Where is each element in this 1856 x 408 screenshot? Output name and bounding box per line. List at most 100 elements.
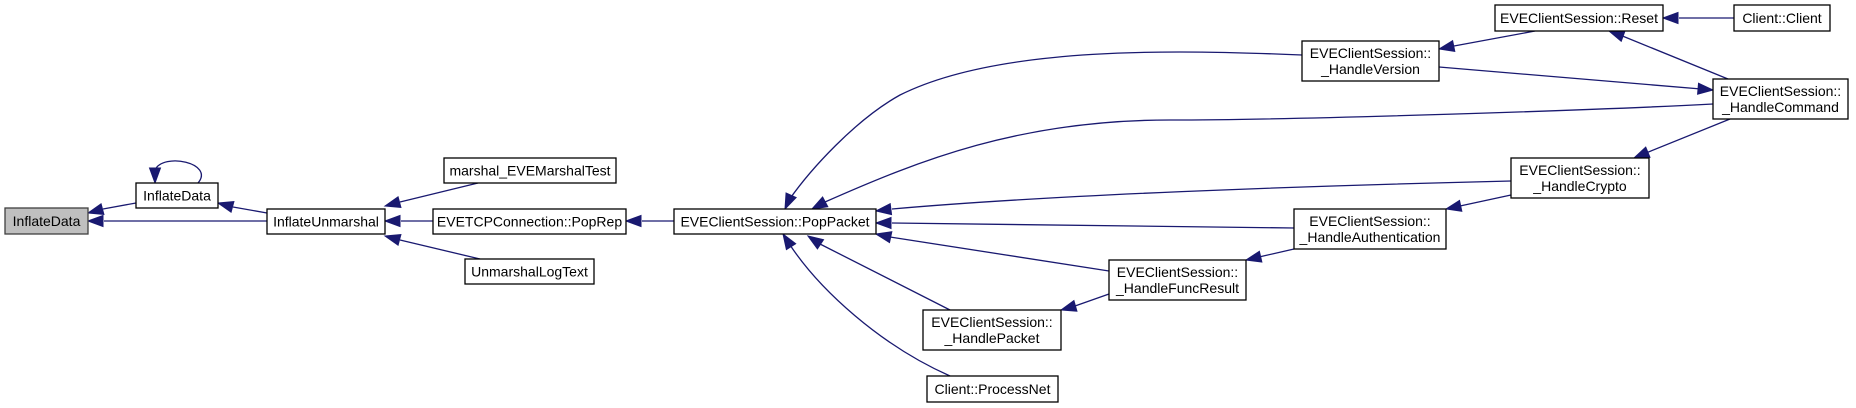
node-box[interactable]: [266, 208, 386, 235]
edge-inflateunmarshal-to-inflatedata_cur: [86, 214, 267, 228]
edge-line: [1459, 194, 1512, 207]
node-handleversion[interactable]: EVEClientSession::_HandleVersion: [1301, 40, 1440, 82]
node-reset[interactable]: EVEClientSession::Reset: [1494, 4, 1664, 32]
node-label: EVEClientSession::: [1309, 213, 1430, 229]
edge-line: [824, 103, 1714, 203]
node-inflateunmarshal[interactable]: InflateUnmarshal: [266, 208, 386, 235]
edge-line: [399, 239, 481, 260]
arrowhead-icon: [216, 200, 235, 213]
node-label: EVEClientSession::Reset: [1500, 10, 1658, 26]
node-handlecrypto[interactable]: EVEClientSession::_HandleCrypto: [1510, 157, 1650, 199]
node-box[interactable]: [1301, 40, 1440, 82]
edge-line: [891, 180, 1512, 210]
node-label: _HandleCrypto: [1532, 178, 1627, 194]
edge-clientclient-to-reset: [1661, 11, 1734, 25]
node-inflatedata_cur: InflateData: [4, 207, 89, 235]
node-handleauth[interactable]: EVEClientSession::_HandleAuthentication: [1293, 208, 1447, 250]
node-box[interactable]: [432, 208, 627, 235]
node-processnet[interactable]: Client::ProcessNet: [926, 375, 1059, 403]
arrowhead-icon: [383, 214, 401, 228]
arrowhead-icon: [624, 214, 642, 228]
node-box[interactable]: [1733, 4, 1831, 32]
arrowhead-icon: [874, 202, 893, 216]
arrowhead-icon: [806, 235, 825, 250]
node-box[interactable]: [464, 258, 595, 285]
edge-line: [1453, 30, 1536, 47]
edge-line: [1074, 293, 1110, 307]
node-label: InflateData: [13, 213, 81, 229]
node-poprep[interactable]: EVETCPConnection::PopRep: [432, 208, 627, 235]
edge-poppacket-to-poprep: [624, 214, 674, 228]
nodes-layer: InflateDataInflateDataInflateUnmarshalma…: [4, 4, 1849, 403]
edge-line: [1619, 34, 1729, 80]
node-box[interactable]: [1510, 157, 1650, 199]
edge-line: [399, 182, 479, 203]
edge-line: [1645, 118, 1731, 154]
arrowhead-icon: [1632, 146, 1651, 159]
node-box[interactable]: [673, 208, 877, 235]
edge-line: [819, 243, 951, 311]
node-unmarshallogtext[interactable]: UnmarshalLogText: [464, 258, 595, 285]
node-label: UnmarshalLogText: [471, 264, 588, 280]
node-label: _HandleAuthentication: [1299, 229, 1441, 245]
node-box[interactable]: [443, 157, 617, 184]
arrowhead-icon: [784, 192, 797, 211]
edge-handlecrypto-to-handleauth: [1444, 194, 1512, 212]
edges-layer: [86, 11, 1734, 377]
edge-line: [788, 51, 1303, 201]
node-label: EVEClientSession::: [1117, 264, 1238, 280]
edge-handleauth-to-handlefuncresult: [1244, 248, 1295, 263]
arrowhead-icon: [383, 233, 402, 246]
edge-marshaltest-to-inflateunmarshal: [383, 182, 479, 209]
edge-handlecommand-to-handlecrypto: [1632, 118, 1731, 159]
node-inflatedata[interactable]: InflateData: [135, 182, 219, 209]
edge-handlecommand-to-reset: [1607, 30, 1729, 80]
node-box[interactable]: [922, 309, 1062, 351]
node-label: Client::ProcessNet: [935, 381, 1051, 397]
node-label: InflateData: [143, 188, 211, 204]
node-box[interactable]: [926, 375, 1059, 403]
node-handlefuncresult[interactable]: EVEClientSession::_HandleFuncResult: [1108, 259, 1247, 301]
arrowhead-icon: [1607, 30, 1626, 43]
node-box[interactable]: [1293, 208, 1447, 250]
node-box[interactable]: [1108, 259, 1247, 301]
edge-inflatedata-to-inflatedata_cur: [86, 202, 137, 216]
arrowhead-icon: [86, 203, 105, 216]
node-marshaltest[interactable]: marshal_EVEMarshalTest: [443, 157, 617, 184]
edge-line: [889, 236, 1110, 272]
edge-handlepacket-to-poppacket: [806, 235, 951, 311]
node-label: EVETCPConnection::PopRep: [437, 214, 622, 230]
node-label: InflateUnmarshal: [273, 214, 379, 230]
node-label: _HandleFuncResult: [1115, 280, 1239, 296]
node-handlepacket[interactable]: EVEClientSession::_HandlePacket: [922, 309, 1062, 351]
node-label: EVEClientSession::: [1720, 83, 1841, 99]
arrowhead-icon: [874, 216, 892, 230]
arrowhead-icon: [86, 214, 104, 228]
node-label: EVEClientSession::: [931, 314, 1052, 330]
edge-unmarshallogtext-to-inflateunmarshal: [383, 233, 481, 260]
node-box[interactable]: [1712, 78, 1849, 120]
edge-handleversion-to-poppacket: [784, 51, 1303, 211]
node-clientclient[interactable]: Client::Client: [1733, 4, 1831, 32]
node-box[interactable]: [135, 182, 219, 209]
node-label: _HandleCommand: [1721, 99, 1839, 115]
edge-line: [1258, 248, 1295, 258]
node-label: EVEClientSession::PopPacket: [680, 214, 869, 230]
node-label: _HandleVersion: [1320, 61, 1420, 77]
arrowhead-icon: [148, 167, 162, 185]
node-label: Client::Client: [1742, 10, 1821, 26]
node-box: [4, 207, 89, 235]
arrowhead-icon: [1697, 82, 1715, 95]
node-label: marshal_EVEMarshalTest: [449, 163, 610, 179]
edge-handlecommand-to-poppacket: [810, 103, 1714, 210]
node-box[interactable]: [1494, 4, 1664, 32]
node-label: EVEClientSession::: [1310, 45, 1431, 61]
node-poppacket[interactable]: EVEClientSession::PopPacket: [673, 208, 877, 235]
arrowhead-icon: [874, 231, 893, 244]
edge-line: [1438, 66, 1714, 91]
edge-line: [789, 244, 951, 377]
edge-handlecommand-to-handleversion: [1438, 66, 1715, 95]
node-handlecommand[interactable]: EVEClientSession::_HandleCommand: [1712, 78, 1849, 120]
edge-reset-to-handleversion: [1437, 30, 1536, 53]
